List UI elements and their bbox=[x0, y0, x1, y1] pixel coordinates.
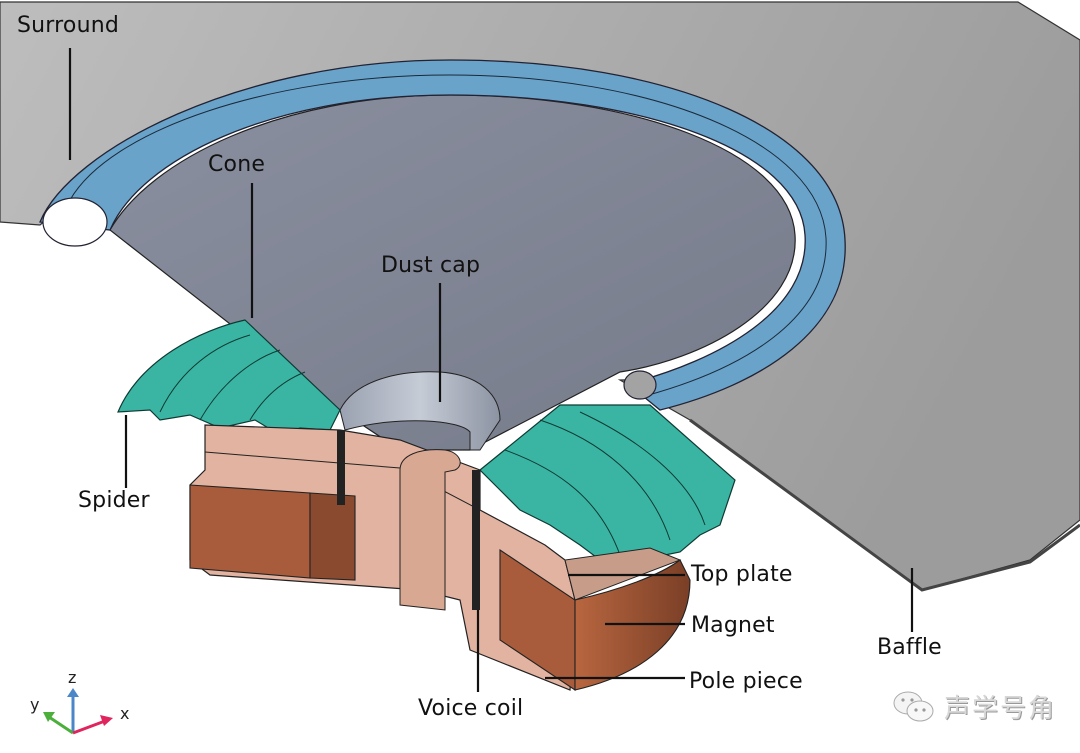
axis-triad bbox=[43, 688, 113, 735]
axis-label-x: x bbox=[120, 704, 130, 723]
label-surround: Surround bbox=[17, 13, 120, 38]
dust-cap-shape bbox=[339, 371, 501, 451]
spider-left-shape bbox=[117, 319, 341, 436]
watermark: 声学号角 bbox=[892, 688, 1056, 725]
label-voice-coil: Voice coil bbox=[418, 696, 524, 721]
surround-shape bbox=[39, 59, 846, 411]
label-pole-piece: Pole piece bbox=[689, 669, 803, 694]
axis-label-y: y bbox=[30, 695, 40, 714]
label-dust-cap: Dust cap bbox=[381, 253, 481, 278]
baffle-edge bbox=[689, 418, 1080, 592]
axis-label-z: z bbox=[68, 668, 77, 687]
magnet-left-shape bbox=[189, 484, 311, 579]
label-spider: Spider bbox=[78, 488, 150, 513]
leader-lines bbox=[68, 48, 914, 692]
label-baffle: Baffle bbox=[877, 635, 942, 660]
label-magnet: Magnet bbox=[691, 613, 775, 638]
wechat-icon bbox=[893, 691, 934, 721]
watermark-text: 声学号角 bbox=[944, 694, 1057, 724]
label-cone: Cone bbox=[208, 152, 266, 177]
label-top-plate: Top plate bbox=[691, 562, 793, 587]
